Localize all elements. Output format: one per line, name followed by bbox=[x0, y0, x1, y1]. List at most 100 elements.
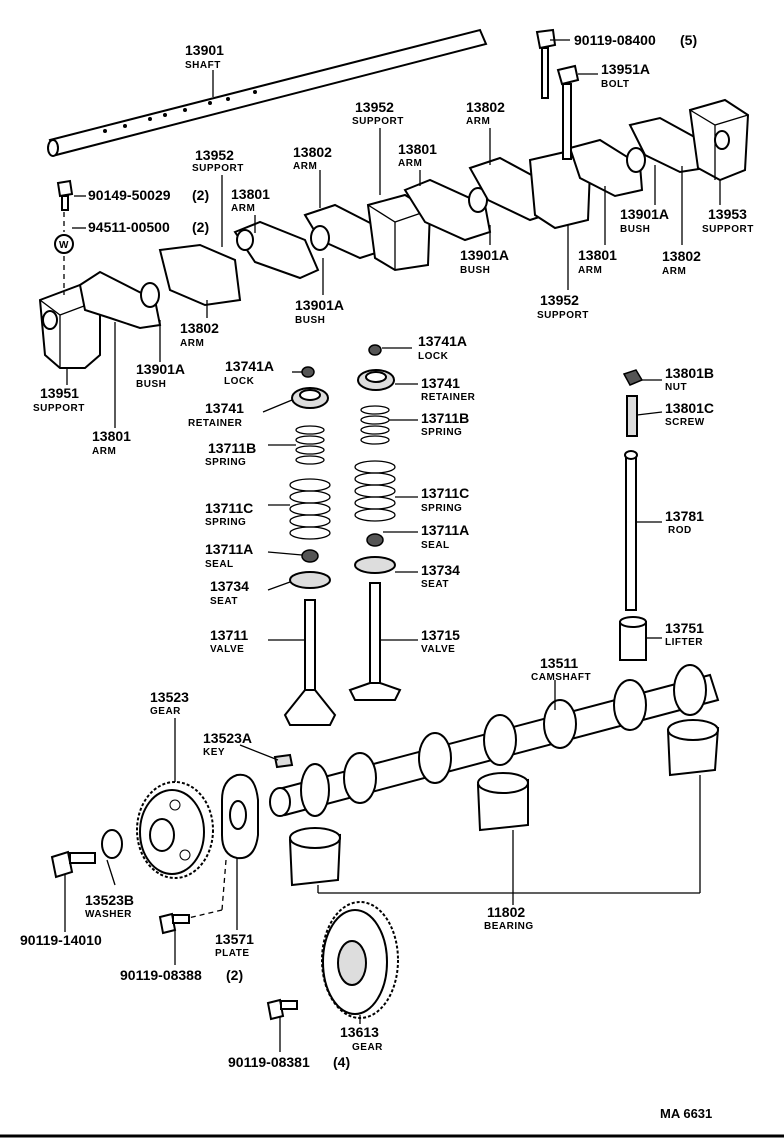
valve-train-right bbox=[348, 344, 402, 701]
label-washer2-qty: (2) bbox=[192, 219, 209, 235]
camshaft-part bbox=[269, 664, 720, 817]
label-bearing-name: BEARING bbox=[484, 921, 534, 932]
label-bolt5-qty: (5) bbox=[680, 32, 697, 48]
label-bush-b-name: BUSH bbox=[620, 224, 650, 235]
label-arm-13801d-part: 13801 bbox=[92, 428, 131, 444]
label-retainer-right-part: 13741 bbox=[421, 375, 460, 391]
label-support-left-part: 13952 bbox=[195, 147, 234, 163]
gear-13613 bbox=[321, 901, 399, 1019]
label-bolt5-part: 90119-08400 bbox=[574, 32, 656, 48]
label-bush-d-name: BUSH bbox=[136, 379, 166, 390]
label-bolt2-part: 90149-50029 bbox=[88, 187, 171, 203]
label-seat-left-name: SEAT bbox=[210, 596, 238, 607]
label-arm-13801c-name: ARM bbox=[578, 265, 602, 276]
label-seat-left-part: 13734 bbox=[210, 578, 249, 594]
label-seal-left-name: SEAL bbox=[205, 559, 234, 570]
label-13951-name: SUPPORT bbox=[33, 403, 85, 414]
label-spring-c-right-part: 13711C bbox=[421, 485, 469, 501]
leader-lines bbox=[64, 39, 721, 1052]
thrust-plate bbox=[179, 773, 259, 921]
label-bolt2-qty: (2) bbox=[192, 187, 209, 203]
label-gear-13523-name: GEAR bbox=[150, 706, 181, 717]
label-spring-b-right-part: 13711B bbox=[421, 410, 469, 426]
label-spring-b-left-name: SPRING bbox=[205, 457, 246, 468]
label-spring-b-left-part: 13711B bbox=[208, 440, 256, 456]
label-lock-right-name: LOCK bbox=[418, 351, 449, 362]
label-13951a-name: BOLT bbox=[601, 79, 629, 90]
label-bolt-08388-qty: (2) bbox=[226, 967, 243, 983]
label-13953-part: 13953 bbox=[708, 206, 747, 222]
label-shaft-name: SHAFT bbox=[185, 60, 221, 71]
label-camshaft-part: 13511 bbox=[540, 655, 578, 671]
label-spring-c-left-name: SPRING bbox=[205, 517, 246, 528]
label-valve-13715-name: VALVE bbox=[421, 644, 455, 655]
label-support-right-part: 13952 bbox=[540, 292, 579, 308]
label-arm-13801c-part: 13801 bbox=[578, 247, 617, 263]
bearings bbox=[288, 719, 720, 887]
label-arm-a-part: 13802 bbox=[293, 144, 332, 160]
label-spring-c-left-part: 13711C bbox=[205, 500, 253, 516]
label-lifter-part: 13751 bbox=[665, 620, 704, 636]
label-arm-13801a-part: 13801 bbox=[398, 141, 437, 157]
label-13951a-part: 13951A bbox=[601, 61, 650, 77]
label-bush-c-name: BUSH bbox=[295, 315, 325, 326]
label-bush-a-part: 13901A bbox=[460, 247, 509, 263]
label-spring-c-right-name: SPRING bbox=[421, 503, 462, 514]
label-nut-part: 13801B bbox=[665, 365, 714, 381]
label-gear-13613-part: 13613 bbox=[340, 1024, 379, 1040]
label-spring-b-right-name: SPRING bbox=[421, 427, 462, 438]
label-arm-13801b-name: ARM bbox=[231, 203, 255, 214]
label-seal-right-part: 13711A bbox=[421, 522, 469, 538]
label-seat-right-part: 13734 bbox=[421, 562, 460, 578]
rocker-arm-assembly: W bbox=[38, 28, 750, 369]
label-seal-left-part: 13711A bbox=[205, 541, 253, 557]
label-arm-a-name: ARM bbox=[293, 161, 317, 172]
label-retainer-left-name: RETAINER bbox=[188, 418, 243, 429]
label-retainer-right-name: RETAINER bbox=[421, 392, 476, 403]
label-bolt-08381-part: 90119-08381 bbox=[228, 1054, 310, 1070]
label-lifter-name: LIFTER bbox=[665, 637, 703, 648]
pushrod-lifter bbox=[619, 369, 647, 661]
svg-text:W: W bbox=[59, 240, 69, 251]
label-bush-b-part: 13901A bbox=[620, 206, 669, 222]
rocker-shaft bbox=[47, 28, 488, 157]
label-seal-right-name: SEAL bbox=[421, 540, 450, 551]
label-nut-name: NUT bbox=[665, 382, 687, 393]
label-gear-13613-name: GEAR bbox=[352, 1042, 383, 1053]
timing-gear-13523 bbox=[136, 781, 214, 879]
label-arm-13801a-name: ARM bbox=[398, 158, 422, 169]
label-shaft-part: 13901 bbox=[185, 42, 224, 58]
label-arm-13801b-part: 13801 bbox=[231, 186, 270, 202]
label-bolt-08381-qty: (4) bbox=[333, 1054, 350, 1070]
label-screw-part: 13801C bbox=[665, 400, 714, 416]
label-bolt-14010-part: 90119-14010 bbox=[20, 932, 102, 948]
label-lock-right-part: 13741A bbox=[418, 333, 467, 349]
label-support-right-name: SUPPORT bbox=[537, 310, 589, 321]
label-bolt-08388-part: 90119-08388 bbox=[120, 967, 202, 983]
label-bearing-part: 11802 bbox=[487, 904, 525, 920]
label-arm-13802b-name: ARM bbox=[662, 266, 686, 277]
label-arm-13802c-part: 13802 bbox=[180, 320, 219, 336]
label-washer-13523b-part: 13523B bbox=[85, 892, 134, 908]
label-support-center-part: 13952 bbox=[355, 99, 394, 115]
label-retainer-left-part: 13741 bbox=[205, 400, 244, 416]
label-arm-13801d-name: ARM bbox=[92, 446, 116, 457]
label-13953-name: SUPPORT bbox=[702, 224, 754, 235]
label-support-left-name: SUPPORT bbox=[192, 163, 244, 174]
label-valve-13715-part: 13715 bbox=[421, 627, 460, 643]
label-lock-left-part: 13741A bbox=[225, 358, 274, 374]
label-key-part: 13523A bbox=[203, 730, 252, 746]
label-plate-part: 13571 bbox=[215, 931, 254, 947]
label-rod-part: 13781 bbox=[665, 508, 704, 524]
label-valve-13711-part: 13711 bbox=[210, 627, 248, 643]
label-arm-top-name: ARM bbox=[466, 116, 490, 127]
label-seat-right-name: SEAT bbox=[421, 579, 449, 590]
label-support-center-name: SUPPORT bbox=[352, 116, 404, 127]
label-plate-name: PLATE bbox=[215, 948, 250, 959]
label-key-name: KEY bbox=[203, 747, 225, 758]
label-bush-a-name: BUSH bbox=[460, 265, 490, 276]
label-rod-name: ROD bbox=[668, 525, 692, 536]
valve-train-left bbox=[283, 366, 337, 726]
small-parts bbox=[50, 753, 298, 1021]
